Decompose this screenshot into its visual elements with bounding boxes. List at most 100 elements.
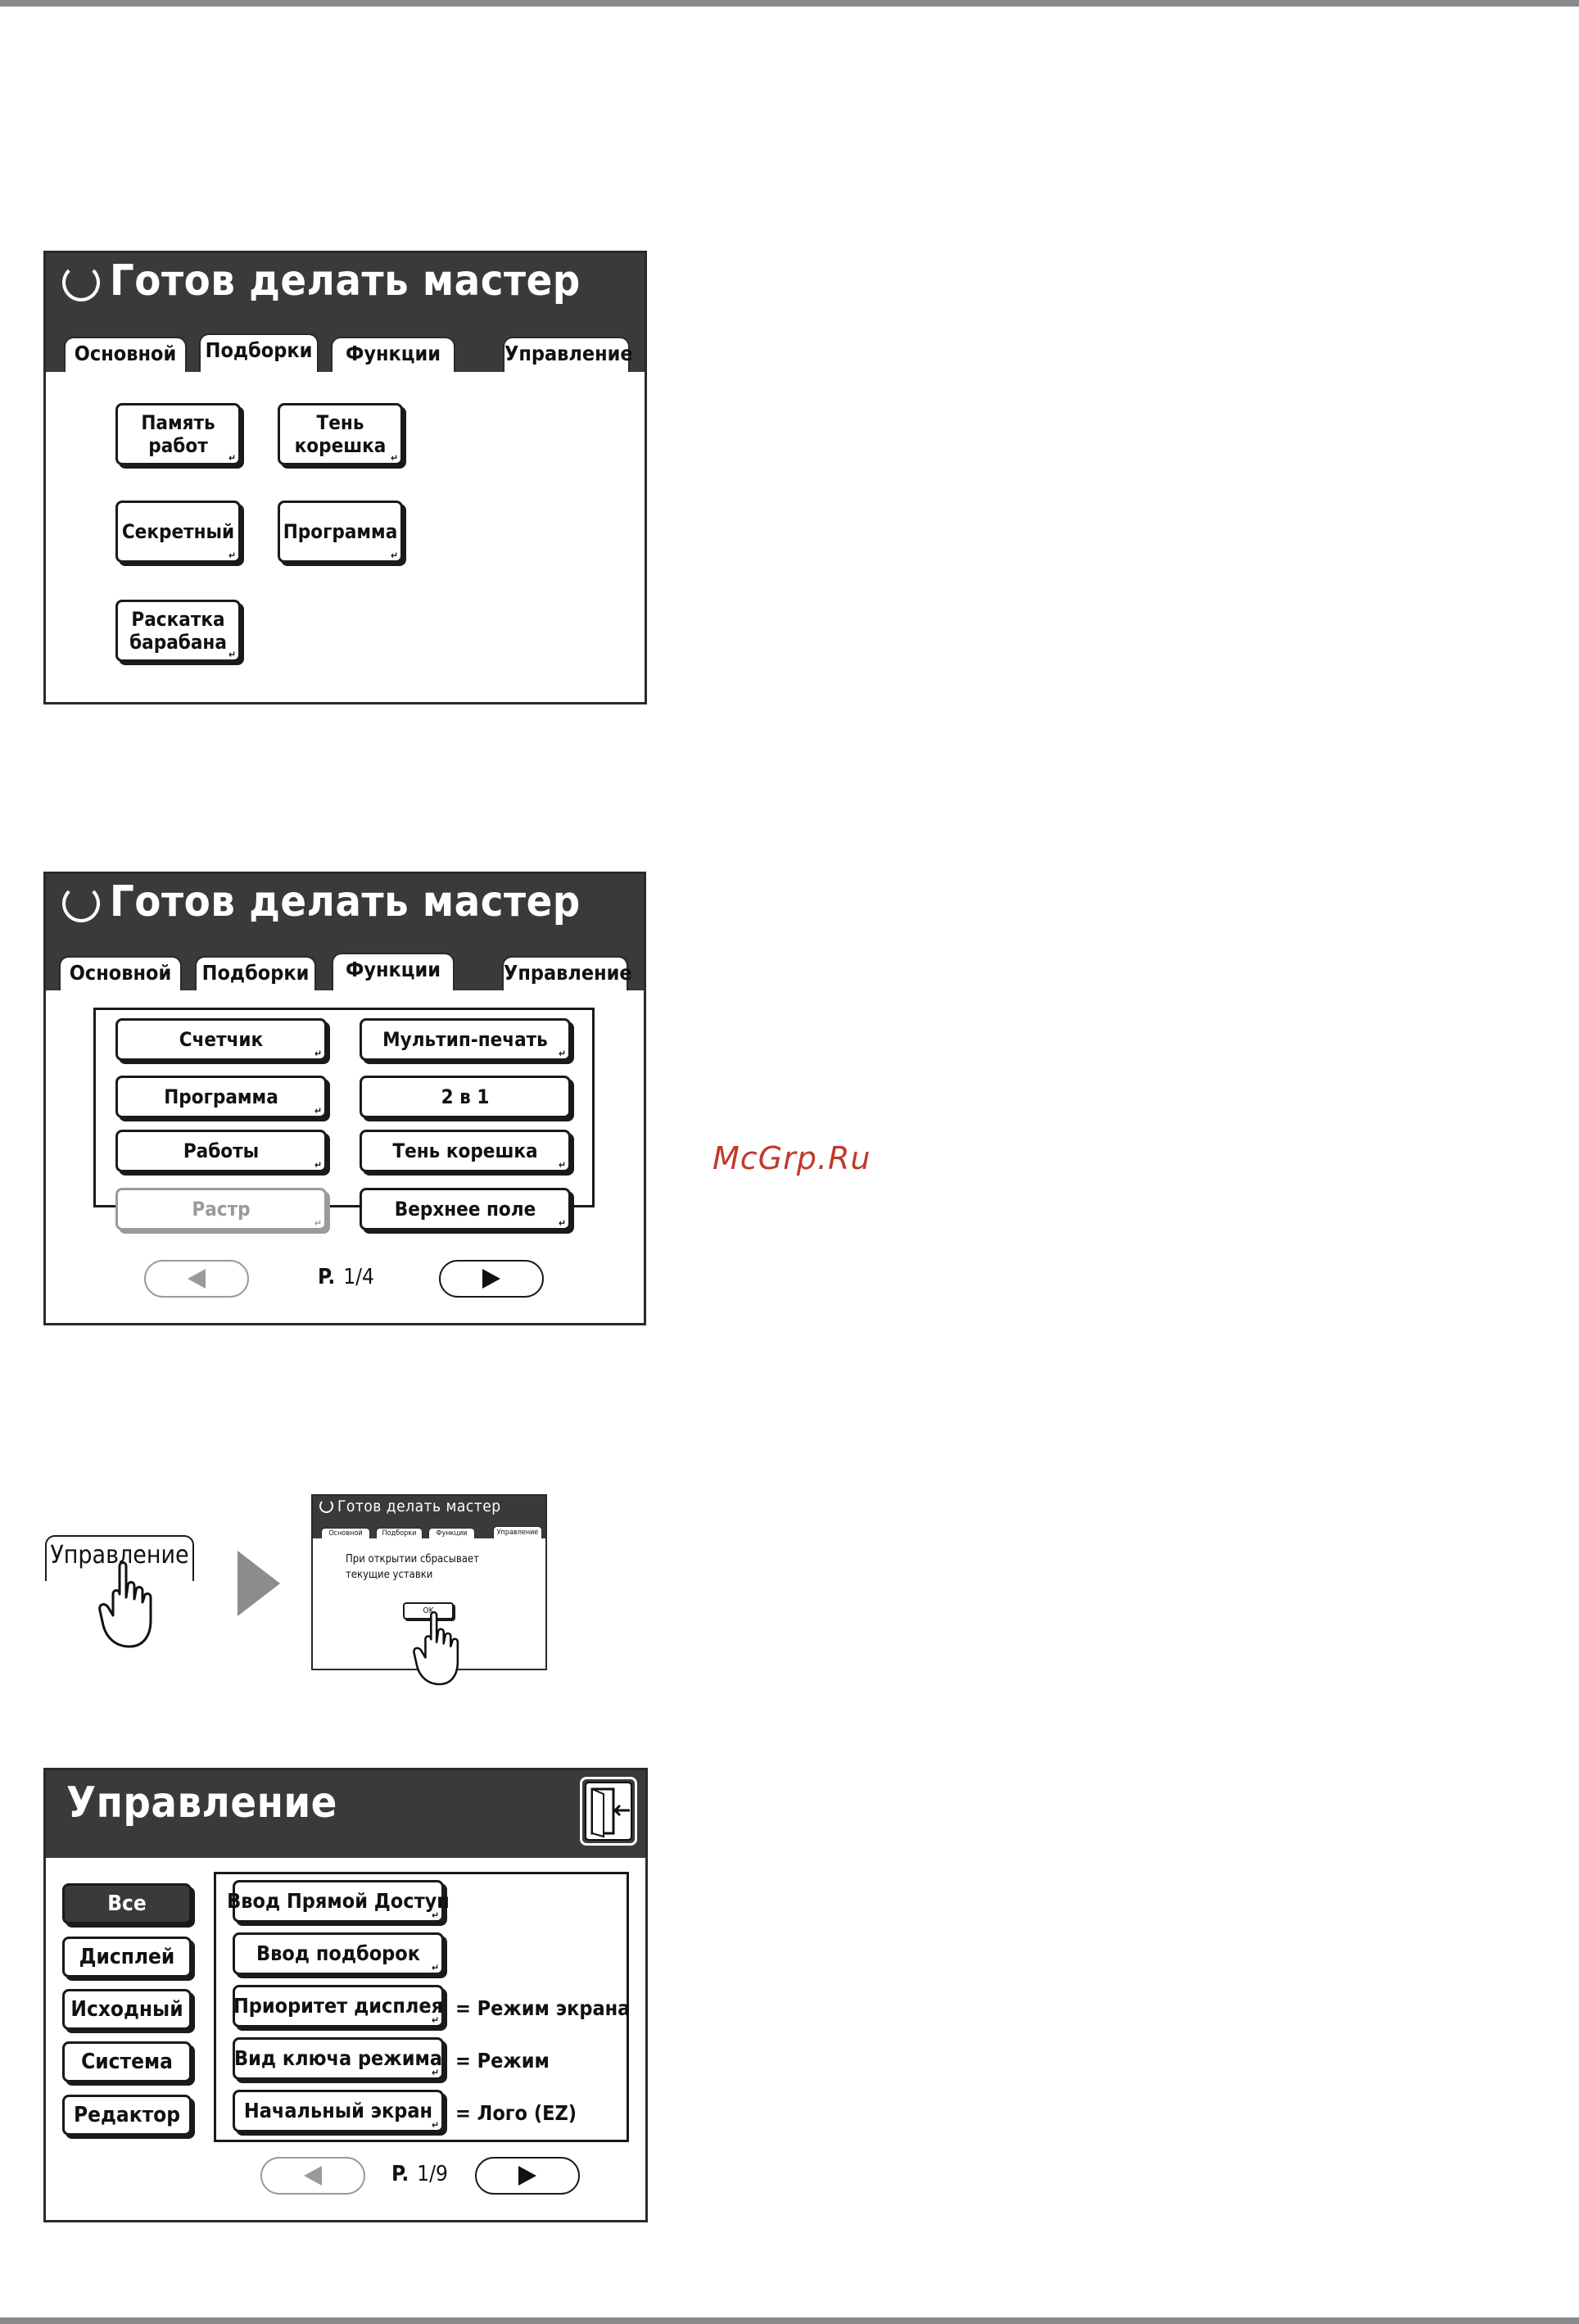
- display-priority-button[interactable]: Приоритет дисплея↵: [233, 1985, 444, 2027]
- reset-warning-line-2: текущие уставки: [346, 1569, 433, 1581]
- multi-up-button[interactable]: Мультип-печать ↵: [360, 1018, 571, 1061]
- submenu-corner-icon: ↵: [390, 550, 398, 561]
- display-priority-label: Приоритет дисплея: [233, 1994, 444, 2018]
- screen-halftone-button[interactable]: Растр ↵: [115, 1188, 327, 1230]
- submenu-corner-icon: ↵: [558, 1048, 566, 1059]
- submenu-corner-icon: ↵: [431, 2119, 439, 2131]
- mini-tab-basic: Основной: [321, 1528, 370, 1538]
- binding-shadow-label: Тень корешка: [392, 1139, 538, 1162]
- job-memory-label-2: работ: [148, 434, 208, 457]
- reset-warning-line-1: При открытии сбрасывает: [346, 1553, 479, 1565]
- page-indicator: P.1/9: [391, 2162, 448, 2186]
- exit-door-icon: [585, 1782, 632, 1841]
- category-editor[interactable]: Редактор: [62, 2095, 192, 2136]
- display-priority-value: = Режим экрана: [455, 1996, 631, 2020]
- program-button[interactable]: Программа ↵: [115, 1076, 327, 1118]
- two-up-button[interactable]: 2 в 1: [360, 1076, 571, 1118]
- submenu-corner-icon: ↵: [228, 649, 236, 660]
- next-page-button[interactable]: [439, 1260, 544, 1298]
- tab-admin[interactable]: Управление: [502, 956, 632, 990]
- pointing-hand-icon: [413, 1610, 459, 1686]
- admin-screen: Управление Все Дисплей Исходный Система …: [43, 1768, 648, 2222]
- mini-tab-collections: Подборки: [376, 1528, 423, 1538]
- busy-indicator-icon: [319, 1499, 333, 1513]
- idling-drum-label-2: барабана: [129, 631, 227, 654]
- program-button[interactable]: Программа ↵: [278, 501, 403, 563]
- watermark-text: McGrp.Ru: [713, 1140, 871, 1176]
- submenu-corner-icon: ↵: [431, 1909, 439, 1921]
- submenu-corner-icon: ↵: [228, 452, 236, 464]
- category-system[interactable]: Система: [62, 2041, 192, 2082]
- submenu-corner-icon: ↵: [390, 452, 398, 464]
- tab-collections[interactable]: Подборки: [199, 333, 319, 372]
- initial-screen-value: = Лого (EZ): [455, 2101, 577, 2125]
- job-memory-label-1: Память: [141, 411, 215, 434]
- submenu-corner-icon: ↵: [431, 2067, 439, 2078]
- category-all[interactable]: Все: [62, 1883, 192, 1924]
- screen-title: Готов делать мастер: [110, 256, 581, 306]
- initial-screen-label: Начальный экран: [243, 2099, 433, 2122]
- top-margin-label: Верхнее поле: [394, 1198, 536, 1221]
- pointing-hand-icon: [98, 1561, 152, 1648]
- functions-tab-screen: Готов делать мастер Основной Подборки Фу…: [43, 872, 646, 1325]
- collections-entry-button[interactable]: Ввод подборок↵: [233, 1932, 444, 1975]
- mini-title-bar: Готов делать мастер Основной Подборки Фу…: [313, 1496, 545, 1538]
- tab-admin[interactable]: Управление: [503, 337, 633, 372]
- title-bar: Готов делать мастер Основной Подборки Фу…: [46, 874, 644, 990]
- top-margin-button[interactable]: Верхнее поле↵: [360, 1188, 571, 1230]
- binding-shadow-button[interactable]: Тень корешка↵: [360, 1130, 571, 1172]
- title-bar: Готов делать мастер Основной Подборки Фу…: [46, 253, 645, 372]
- page-prefix: P.: [318, 1265, 336, 1289]
- mini-tab-functions: Функции: [428, 1528, 475, 1538]
- submenu-corner-icon: ↵: [314, 1105, 322, 1117]
- submenu-corner-icon: ↵: [314, 1048, 322, 1059]
- prev-page-button[interactable]: [144, 1260, 249, 1298]
- program-label: Программа: [164, 1085, 278, 1108]
- collections-tab-screen: Готов делать мастер Основной Подборки Фу…: [43, 251, 647, 704]
- submenu-corner-icon: ↵: [431, 2014, 439, 2026]
- two-up-label: 2 в 1: [441, 1085, 490, 1108]
- submenu-corner-icon: ↵: [431, 1962, 439, 1973]
- tab-functions[interactable]: Функции: [331, 337, 455, 372]
- ok-button[interactable]: OK: [403, 1602, 454, 1620]
- page-indicator: P. 1/4: [318, 1265, 374, 1289]
- left-arrow-icon: [188, 1269, 206, 1289]
- right-arrow-icon: [482, 1269, 500, 1289]
- jobs-button[interactable]: Работы ↵: [115, 1130, 327, 1172]
- category-display[interactable]: Дисплей: [62, 1937, 192, 1977]
- jobs-label: Работы: [183, 1139, 260, 1162]
- busy-indicator-icon: [62, 264, 100, 301]
- initial-screen-button[interactable]: Начальный экран↵: [233, 2090, 444, 2132]
- settings-list-frame: [214, 1872, 629, 2142]
- page-top-bar: [0, 0, 1579, 7]
- left-arrow-icon: [304, 2166, 322, 2186]
- busy-indicator-icon: [62, 885, 100, 922]
- tab-basic[interactable]: Основной: [64, 337, 187, 372]
- mode-key-view-label: Вид ключа режима: [234, 2046, 443, 2070]
- next-page-button[interactable]: [475, 2157, 580, 2195]
- page-value: 1/4: [343, 1265, 374, 1289]
- confidential-button[interactable]: Секретный ↵: [115, 501, 241, 563]
- mode-key-view-button[interactable]: Вид ключа режима↵: [233, 2037, 444, 2080]
- submenu-corner-icon: ↵: [314, 1217, 322, 1229]
- tab-basic[interactable]: Основной: [59, 956, 182, 990]
- counter-button[interactable]: Счетчик↵: [115, 1018, 327, 1061]
- exit-button[interactable]: [580, 1777, 637, 1846]
- mini-screen-title: Готов делать мастер: [337, 1497, 501, 1515]
- tab-collections[interactable]: Подборки: [195, 956, 316, 990]
- submenu-corner-icon: ↵: [228, 550, 236, 561]
- multi-up-label: Мультип-печать: [382, 1028, 548, 1051]
- submenu-corner-icon: ↵: [314, 1159, 322, 1171]
- tab-functions[interactable]: Функции: [332, 953, 455, 990]
- direct-access-entry-button[interactable]: Ввод Прямой Доступ↵: [227, 1880, 450, 1923]
- category-default[interactable]: Исходный: [62, 1989, 192, 2030]
- right-arrow-icon: [518, 2166, 536, 2186]
- prev-page-button[interactable]: [260, 2157, 365, 2195]
- screen-halftone-label: Растр: [192, 1198, 251, 1221]
- screen-title: Готов делать мастер: [110, 877, 581, 926]
- page-prefix: P.: [391, 2162, 409, 2186]
- screen-title: Управление: [66, 1778, 337, 1828]
